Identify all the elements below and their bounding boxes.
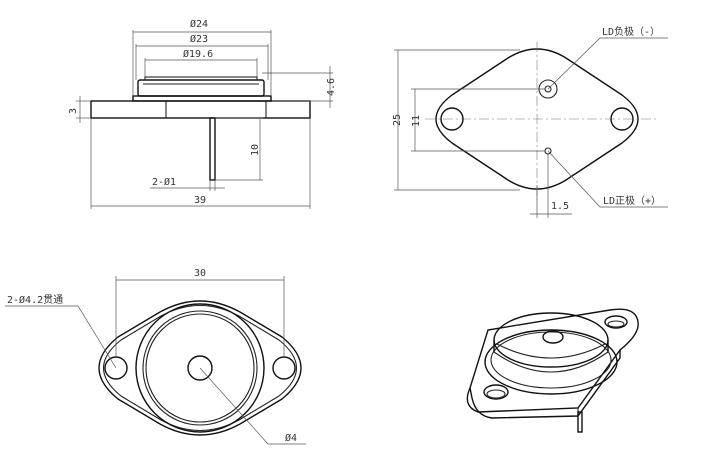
dim-dia-23: Ø23 [190, 33, 208, 45]
side-view: Ø24 Ø23 Ø19.6 4.6 3 10 2-Ø1 39 [68, 18, 337, 209]
iso-hole-left [483, 384, 509, 400]
label-through-holes: 2-Ø4.2贯通 [7, 294, 63, 306]
dim-pin-spacing-11: 11 [411, 115, 422, 127]
side-cap-base [132, 95, 272, 102]
bottom-outer-ring [135, 303, 265, 433]
front-view: LD负极（-） LD正极（+） 25 11 1.5 [392, 25, 668, 218]
iso-flange [466, 308, 639, 413]
side-flange [90, 100, 311, 119]
front-flange-outline [435, 48, 639, 190]
bottom-view: 30 2-Ø4.2贯通 Ø4 [5, 268, 306, 445]
dim-flange-3: 3 [68, 108, 79, 114]
dim-overall-39: 39 [194, 195, 206, 206]
dim-dia-19-6: Ø19.6 [183, 48, 213, 60]
front-mount-hole-left [440, 107, 464, 131]
dim-hole-spacing-30: 30 [194, 268, 206, 279]
bottom-center-hole [187, 355, 213, 381]
dim-pin-length-10: 10 [250, 144, 261, 156]
iso-center-hole [542, 330, 564, 344]
bottom-through-hole-right [272, 356, 296, 380]
iso-view [466, 308, 639, 433]
dim-height-25: 25 [392, 114, 403, 126]
side-pin [209, 117, 216, 181]
dim-dia-24: Ø24 [190, 18, 208, 30]
iso-hole-right [604, 315, 628, 329]
side-cap-body [137, 79, 265, 97]
dim-center-dia-4: Ø4 [285, 432, 297, 444]
iso-pin [577, 411, 583, 433]
dim-offset-1-5: 1.5 [551, 201, 569, 212]
dim-pin-dia: 2-Ø1 [152, 176, 176, 188]
bottom-flange-outline [98, 300, 302, 436]
dim-height-4-6: 4.6 [326, 78, 337, 96]
iso-cap-top [493, 312, 609, 368]
bottom-inner-ring [145, 313, 255, 423]
iso-cap-base-ring [484, 329, 618, 395]
front-mount-hole-right [610, 107, 634, 131]
label-ld-negative: LD负极（-） [602, 25, 660, 38]
label-ld-positive: LD正极（+） [603, 194, 661, 207]
